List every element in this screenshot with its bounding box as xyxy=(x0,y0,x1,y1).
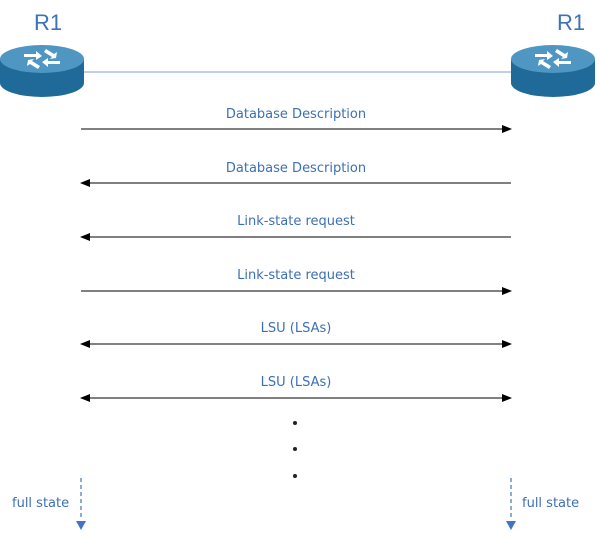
message-label-5: LSU (LSAs) xyxy=(260,321,332,336)
message-label-2: Database Description xyxy=(225,161,367,176)
router-label-right: R1 xyxy=(557,10,586,35)
message-label-1: Database Description xyxy=(225,107,367,122)
continuation-dot xyxy=(293,421,297,425)
message-label-4: Link-state request xyxy=(237,268,355,283)
continuation-dot xyxy=(293,474,297,478)
message-label-3: Link-state request xyxy=(237,214,355,229)
state-arrowhead-right xyxy=(506,521,516,530)
router-icon-left xyxy=(0,45,84,97)
message-label-6: LSU (LSAs) xyxy=(260,375,332,390)
state-label-right: full state xyxy=(522,496,580,511)
continuation-dot xyxy=(293,447,297,451)
state-arrowhead-left xyxy=(76,521,86,530)
router-label-left: R1 xyxy=(34,10,63,35)
router-icon-right xyxy=(511,45,595,97)
state-label-left: full state xyxy=(12,496,70,511)
